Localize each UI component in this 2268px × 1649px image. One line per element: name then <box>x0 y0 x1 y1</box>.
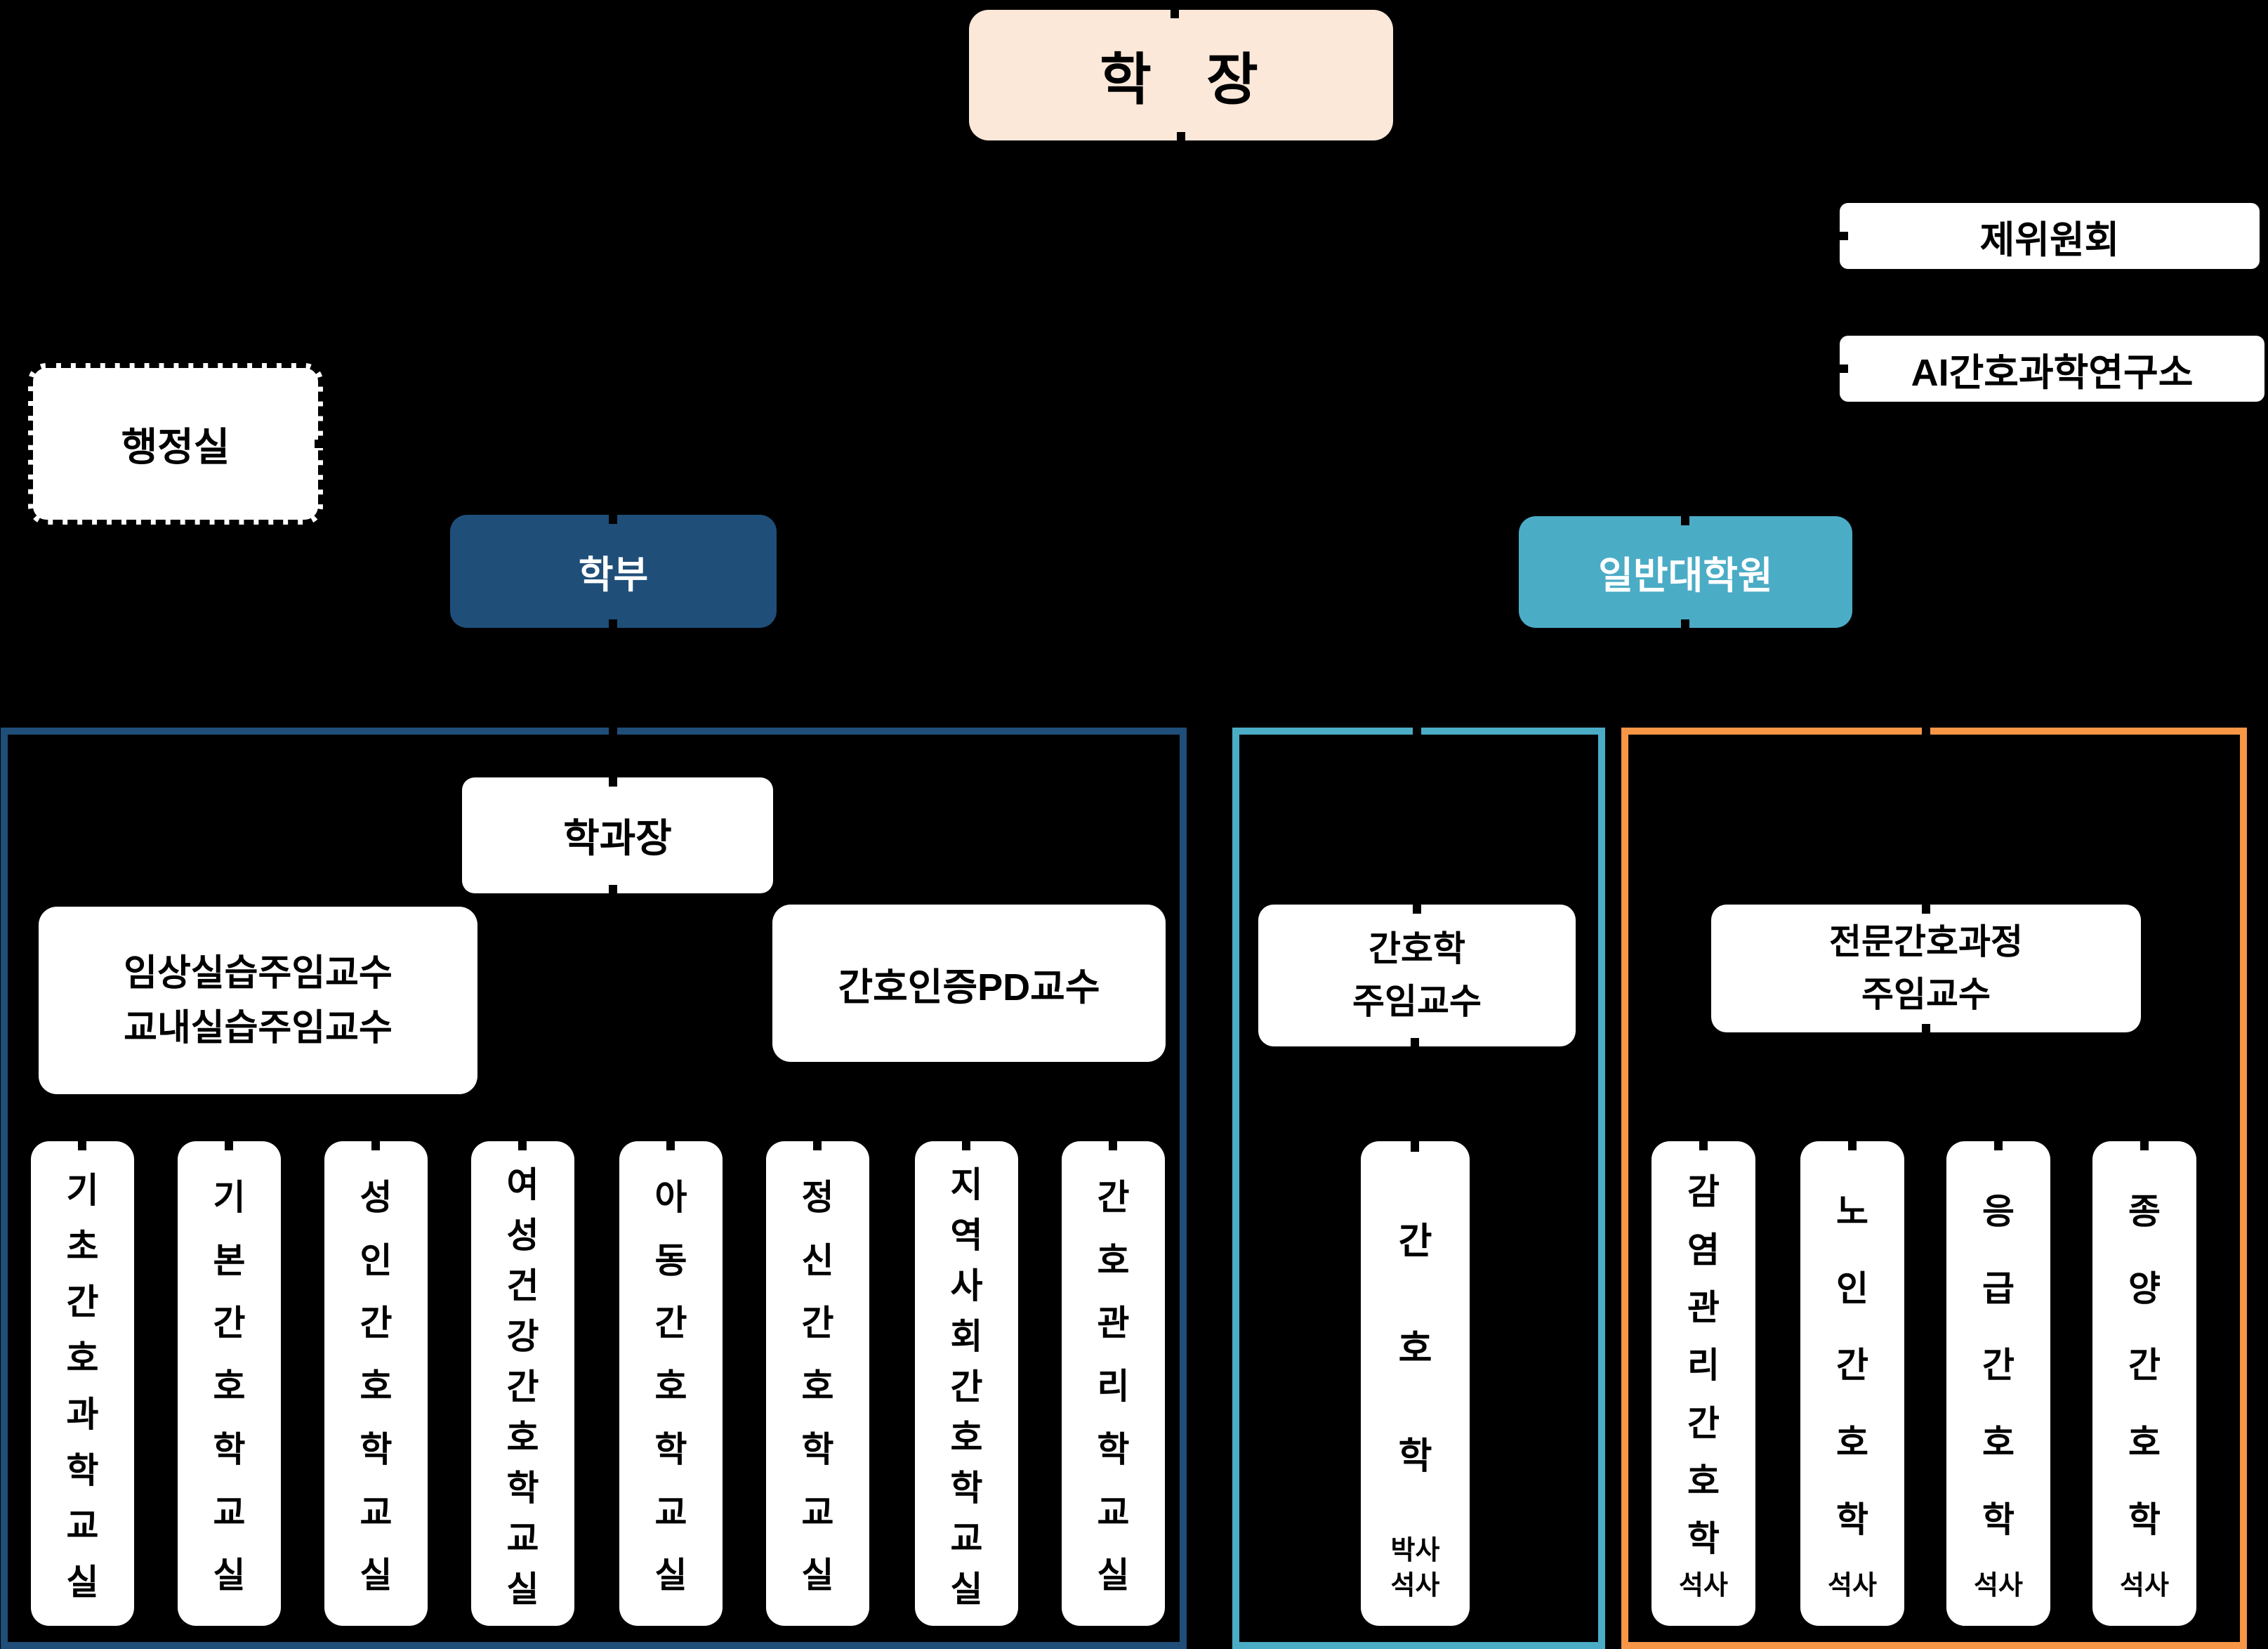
undergrad-box: 학부 <box>450 515 777 628</box>
admin-office-box: 행정실 <box>28 363 323 525</box>
connector-classroom-drop <box>962 1112 970 1150</box>
connector-committee <box>1181 232 1848 240</box>
degree-masters: 석사 <box>1679 1570 1728 1601</box>
connector-grad-bus <box>1413 677 1930 685</box>
specialized-chief-line2: 주임교수 <box>1861 975 1991 1014</box>
connector-specialized-drop <box>1699 1096 1708 1150</box>
specialized-grad-container <box>1621 728 2247 1649</box>
dean-box: 학 장 <box>969 10 1393 140</box>
practice-prof-line2: 교내실습주임교수 <box>124 1007 393 1049</box>
degree-masters: 석사 <box>1390 1570 1440 1601</box>
connector-specialized-chief-drop <box>1922 677 1930 914</box>
connector-classroom-drop <box>371 1112 380 1150</box>
connector-specialized-drop <box>1848 1096 1857 1150</box>
nursing-chief-line2: 주임교수 <box>1352 982 1482 1021</box>
degree-doctoral: 박사 <box>1390 1536 1440 1566</box>
degree-masters: 석사 <box>1828 1570 1877 1601</box>
connector-nursing-program-drop <box>1411 1038 1419 1152</box>
nursing-program-degrees: 박사 석사 <box>1391 1534 1440 1610</box>
connector-classroom-bus <box>78 1112 1117 1121</box>
specialized-chief-line1: 전문간호과정 <box>1829 922 2023 961</box>
connector-specialized-bus <box>1699 1096 2149 1104</box>
connector-dept-chair-riser <box>609 619 617 787</box>
practice-prof-line1: 임상실습주임교수 <box>124 952 393 994</box>
connector-undergrad-drop <box>609 462 617 524</box>
committee-box: 제위원회 <box>1840 203 2260 269</box>
degree-masters: 석사 <box>1974 1570 2023 1601</box>
connector-classroom-drop <box>225 1112 233 1150</box>
connector-classroom-drop <box>813 1112 822 1150</box>
connector-classroom-drop <box>1109 1112 1117 1150</box>
connector-top-bus <box>609 462 1689 471</box>
degree-masters: 석사 <box>2120 1570 2169 1601</box>
connector-dean-top <box>1171 0 1179 18</box>
connector-specialized-drop <box>2140 1096 2149 1150</box>
nursing-chief-line1: 간호학 <box>1369 929 1465 968</box>
grad-school-box: 일반대학원 <box>1519 516 1852 628</box>
connector-nursing-chief-drop <box>1413 677 1421 914</box>
connector-specialized-drop <box>1994 1096 2003 1150</box>
connector-chair-to-bus <box>609 885 617 1121</box>
practice-professors-box: 임상실습주임교수 교내실습주임교수 <box>39 907 477 1094</box>
connector-classroom-drop <box>666 1112 675 1150</box>
connector-dean-trunk <box>1177 132 1185 471</box>
pd-professor-box: 간호인증PD교수 <box>772 905 1166 1062</box>
connector-grad-drop <box>1681 462 1689 525</box>
dept-chair-box: 학과장 <box>462 777 773 893</box>
connector-classroom-drop <box>78 1112 86 1150</box>
connector-ai-institute <box>1181 364 1848 373</box>
ai-institute-box: AI간호과학연구소 <box>1840 336 2264 402</box>
specialized-chief-box: 전문간호과정 주임교수 <box>1711 905 2141 1032</box>
undergrad-container <box>1 728 1187 1649</box>
connector-admin <box>315 440 1181 448</box>
connector-specialized-to-bus <box>1922 1024 1930 1104</box>
connector-classroom-drop <box>518 1112 527 1150</box>
nursing-chief-box: 간호학 주임교수 <box>1258 905 1576 1046</box>
connector-grad-riser <box>1681 619 1689 685</box>
